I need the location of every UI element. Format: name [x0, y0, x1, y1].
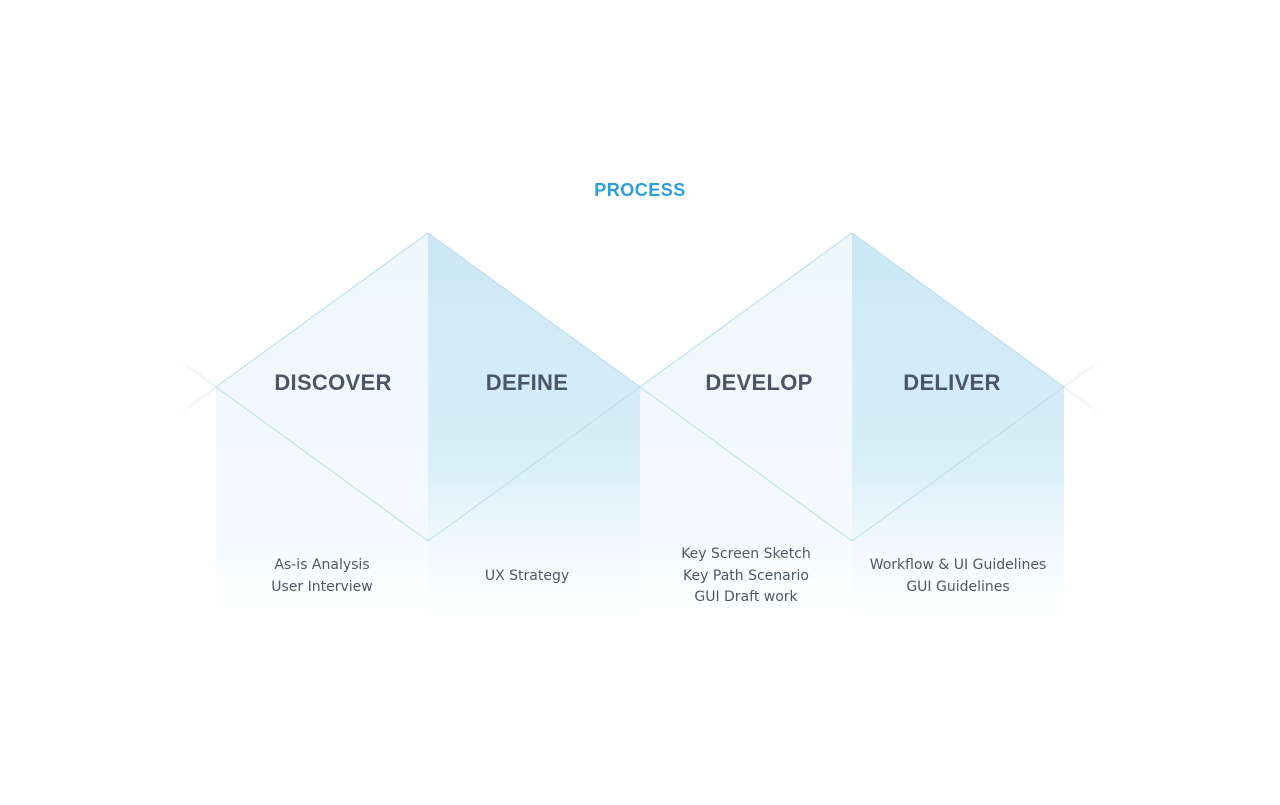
list-item: User Interview [216, 577, 428, 599]
list-item: UX Strategy [428, 566, 626, 588]
phase-title-define: DEFINE [420, 370, 634, 396]
define-items: UX Strategy [428, 566, 626, 588]
define-section-fill [428, 233, 640, 660]
phase-title-develop: DEVELOP [646, 370, 872, 396]
deliver-items: Workflow & UI Guidelines GUI Guidelines [852, 555, 1064, 598]
page-title: PROCESS [0, 180, 1280, 201]
list-item: Workflow & UI Guidelines [852, 555, 1064, 577]
develop-items: Key Screen Sketch Key Path Scenario GUI … [640, 544, 852, 609]
list-item: GUI Draft work [640, 587, 852, 609]
list-item: Key Path Scenario [640, 566, 852, 588]
phase-title-discover: DISCOVER [216, 370, 450, 396]
left-extension-up [170, 353, 216, 387]
list-item: As-is Analysis [216, 555, 428, 577]
left-extension-down [170, 387, 216, 421]
phase-title-deliver: DELIVER [846, 370, 1058, 396]
list-item: GUI Guidelines [852, 577, 1064, 599]
list-item: Key Screen Sketch [640, 544, 852, 566]
right-extension-up [1064, 353, 1110, 387]
discover-items: As-is Analysis User Interview [216, 555, 428, 598]
right-extension-down [1064, 387, 1110, 421]
